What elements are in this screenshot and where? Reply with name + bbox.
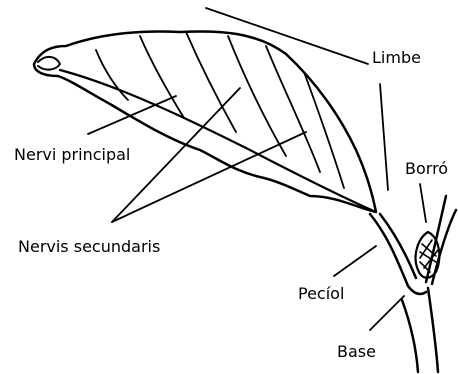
label-base: Base [337, 344, 376, 360]
leader-nervis-1 [112, 88, 240, 222]
label-peciol: Pecíol [298, 286, 344, 302]
leader-limbe-2 [380, 84, 388, 190]
leader-borro [420, 184, 426, 222]
leader-base [370, 296, 404, 330]
leader-nervis-2 [112, 132, 306, 222]
leaf-blade [34, 31, 376, 212]
label-borro: Borró [405, 161, 448, 177]
leaf-tip [38, 57, 60, 70]
label-limbe: Limbe [372, 50, 421, 66]
petiole [370, 214, 426, 294]
label-nervis-secundaris: Nervis secundaris [18, 239, 160, 255]
leader-nervi [88, 96, 176, 134]
leader-peciol [334, 246, 376, 276]
label-nervi-principal: Nervi principal [14, 147, 130, 163]
stem-upper [426, 196, 456, 284]
stem [402, 288, 438, 372]
